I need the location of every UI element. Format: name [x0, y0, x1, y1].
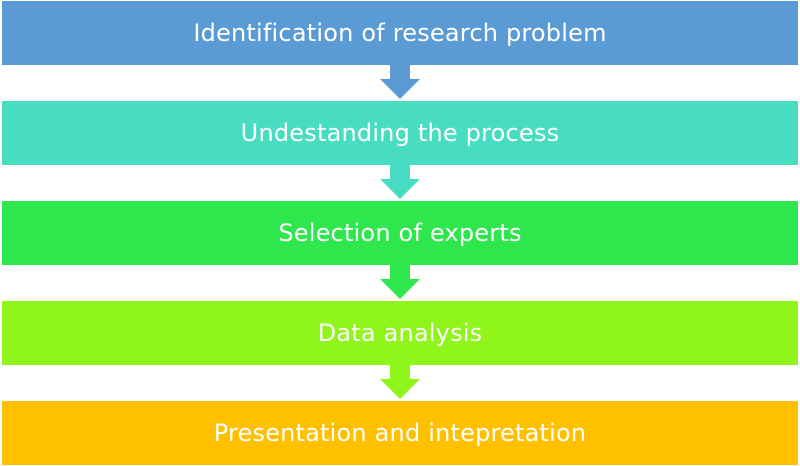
flow-arrow-icon — [380, 65, 420, 99]
step-label: Presentation and intepretation — [213, 419, 587, 447]
step-data-analysis: Data analysis — [2, 301, 798, 365]
down-arrow-icon — [380, 65, 420, 99]
flow-arrow-icon — [380, 365, 420, 399]
flow-arrow-icon — [380, 165, 420, 199]
step-label: Undestanding the process — [240, 119, 560, 147]
step-label: Identification of research problem — [193, 19, 607, 47]
step-understanding-the-process: Undestanding the process — [2, 101, 798, 165]
down-arrow-icon — [380, 365, 420, 399]
down-arrow-icon — [380, 265, 420, 299]
step-label: Selection of experts — [278, 219, 522, 247]
step-identification-of-research-problem: Identification of research problem — [2, 1, 798, 65]
step-selection-of-experts: Selection of experts — [2, 201, 798, 265]
flow-arrow-icon — [380, 265, 420, 299]
down-arrow-icon — [380, 165, 420, 199]
step-presentation-and-interpretation: Presentation and intepretation — [2, 401, 798, 465]
step-label: Data analysis — [317, 319, 483, 347]
